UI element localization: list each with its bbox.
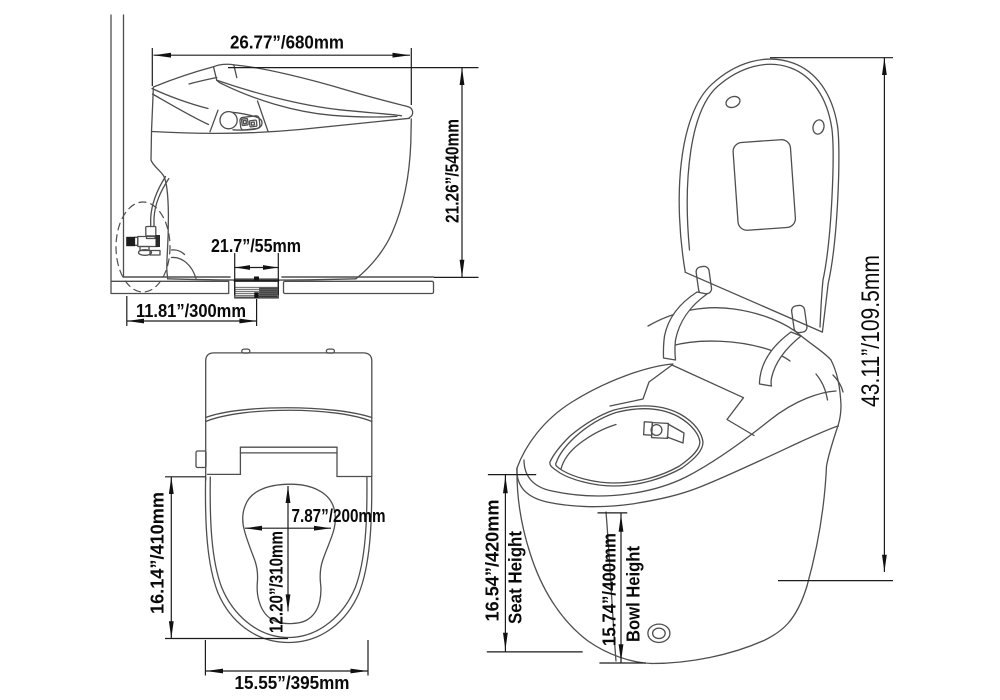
svg-text:Bowl Height: Bowl Height: [624, 546, 644, 642]
svg-text:16.14”/410mm: 16.14”/410mm: [148, 492, 168, 614]
svg-text:Seat Height: Seat Height: [506, 531, 526, 624]
svg-text:43.11”/109.5mm: 43.11”/109.5mm: [857, 255, 885, 407]
svg-text:12.20”/310mm: 12.20”/310mm: [267, 531, 287, 633]
svg-text:21.26”/540mm: 21.26”/540mm: [443, 119, 463, 223]
svg-text:16.54”/420mm: 16.54”/420mm: [483, 500, 503, 622]
svg-text:15.55”/395mm: 15.55”/395mm: [235, 673, 350, 693]
svg-text:21.7”/55mm: 21.7”/55mm: [211, 236, 301, 256]
svg-text:26.77”/680mm: 26.77”/680mm: [230, 33, 344, 53]
svg-text:15.74”/400mm: 15.74”/400mm: [600, 533, 620, 646]
svg-text:7.87”/200mm: 7.87”/200mm: [292, 506, 386, 526]
svg-text:11.81”/300mm: 11.81”/300mm: [136, 301, 246, 321]
